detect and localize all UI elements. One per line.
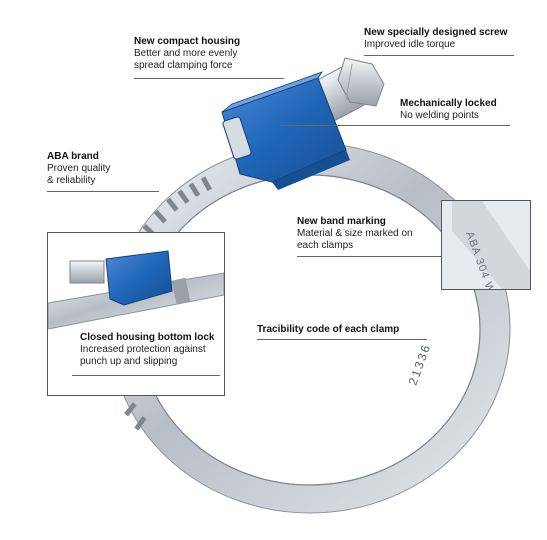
callout-housing-line-1: Better and more evenly <box>134 48 238 59</box>
callout-brand-leader <box>47 191 159 192</box>
callout-trace: Tracibility code of each clamp <box>257 324 427 336</box>
callout-marking-title: New band marking <box>297 216 386 227</box>
callout-trace-leader <box>257 339 427 340</box>
callout-screw-line-1: Improved idle torque <box>364 39 456 50</box>
callout-marking-line-1: Material & size marked on <box>297 228 413 239</box>
callout-housing-title: New compact housing <box>134 36 241 47</box>
band-perforations <box>124 176 213 431</box>
callout-locked-line-1: No welding points <box>400 110 479 121</box>
callout-housing: New compact housing Better and more even… <box>134 36 284 72</box>
callout-brand-title: ABA brand <box>47 151 99 162</box>
callout-bottom-lock-leader <box>72 375 220 376</box>
callout-housing-line-2: spread clamping force <box>134 60 233 71</box>
callout-marking: New band marking Material & size marked … <box>297 216 437 252</box>
callout-bottom-lock-line-1: Increased protection against <box>80 344 206 355</box>
callout-locked-leader <box>280 125 510 126</box>
callout-locked-title: Mechanically locked <box>400 98 497 109</box>
callout-brand: ABA brand Proven quality & reliability <box>47 151 157 187</box>
band-code-text: 21336 <box>406 341 434 387</box>
callout-bottom-lock: Closed housing bottom lock Increased pro… <box>80 332 220 368</box>
callout-bottom-lock-title: Closed housing bottom lock <box>80 332 215 343</box>
callout-marking-leader <box>297 256 441 257</box>
callout-marking-line-2: each clamps <box>297 240 354 251</box>
inset-bottom-lock-illustration <box>48 250 224 330</box>
callout-locked: Mechanically locked No welding points <box>400 98 540 122</box>
blue-housing <box>221 71 350 190</box>
callout-brand-line-1: Proven quality <box>47 163 111 174</box>
callout-screw: New specially designed screw Improved id… <box>364 27 534 51</box>
inset-band-marking-illustration: ABA 304 W2 <box>442 201 530 289</box>
callout-brand-line-2: & reliability <box>47 175 96 186</box>
inset-bottom-lock <box>47 232 225 396</box>
callout-housing-leader <box>134 78 284 79</box>
callout-trace-title: Tracibility code of each clamp <box>257 324 400 335</box>
inset-band-marking: ABA 304 W2 <box>441 200 531 290</box>
callout-screw-leader <box>364 55 514 56</box>
callout-bottom-lock-line-2: punch up and slipping <box>80 356 178 367</box>
callout-screw-title: New specially designed screw <box>364 27 508 38</box>
